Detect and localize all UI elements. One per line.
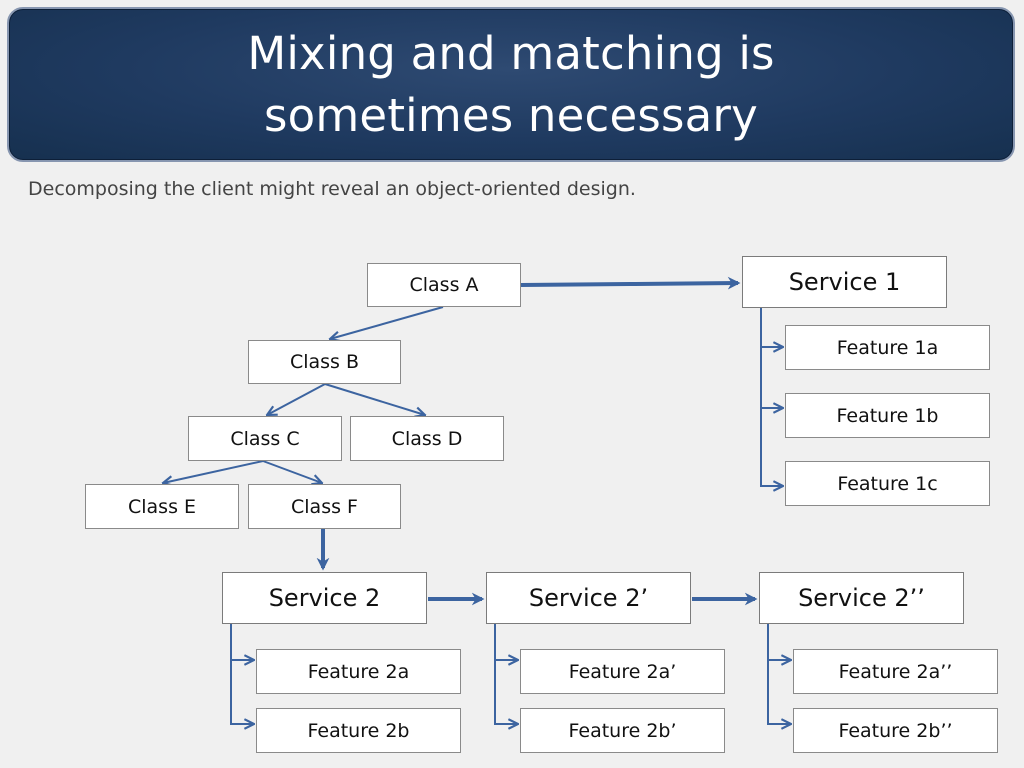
slide-title-line-1: Mixing and matching is — [247, 26, 775, 80]
arrow-service2p-feature2bp — [494, 660, 518, 724]
service-2-box: Service 2 — [222, 572, 427, 624]
feature-2a-box: Feature 2a — [256, 649, 461, 694]
class-c-box: Class C — [188, 416, 342, 461]
arrow-service2p-feature2ap — [494, 624, 518, 660]
title-banner: Mixing and matching is sometimes necessa… — [7, 7, 1015, 162]
service-1-box: Service 1 — [742, 256, 947, 308]
feature-2b-double-prime-box: Feature 2b’’ — [793, 708, 998, 753]
class-d-box: Class D — [350, 416, 504, 461]
arrow-classb-classd — [324, 383, 425, 415]
feature-1a-box: Feature 1a — [785, 325, 990, 370]
feature-2b-box: Feature 2b — [256, 708, 461, 753]
class-a-box: Class A — [367, 263, 521, 307]
arrow-service2-feature2b — [230, 660, 254, 724]
feature-2b-prime-box: Feature 2b’ — [520, 708, 725, 753]
arrow-service2-feature2a — [230, 624, 254, 660]
arrow-service2pp-feature2bpp — [767, 660, 791, 724]
feature-1c-box: Feature 1c — [785, 461, 990, 506]
class-b-box: Class B — [248, 340, 401, 384]
arrow-classa-classb — [330, 306, 444, 339]
slide-title: Mixing and matching is sometimes necessa… — [247, 23, 774, 147]
arrow-service1-feature1c — [760, 408, 783, 486]
slide-title-line-2: sometimes necessary — [264, 88, 758, 142]
arrow-classc-classe — [163, 460, 264, 483]
arrow-classa-service1 — [520, 276, 741, 290]
slide-subtitle: Decomposing the client might reveal an o… — [28, 178, 636, 200]
service-2-double-prime-box: Service 2’’ — [759, 572, 964, 624]
arrow-service1-feature1a — [760, 308, 783, 347]
arrow-classb-classc — [267, 383, 326, 415]
class-e-box: Class E — [85, 484, 239, 529]
feature-2a-prime-box: Feature 2a’ — [520, 649, 725, 694]
arrow-service1-feature1b — [760, 347, 783, 408]
arrow-classc-classf — [262, 460, 322, 483]
feature-1b-box: Feature 1b — [785, 393, 990, 438]
feature-2a-double-prime-box: Feature 2a’’ — [793, 649, 998, 694]
arrow-service2pp-feature2app — [767, 624, 791, 660]
service-2-prime-box: Service 2’ — [486, 572, 691, 624]
class-f-box: Class F — [248, 484, 401, 529]
